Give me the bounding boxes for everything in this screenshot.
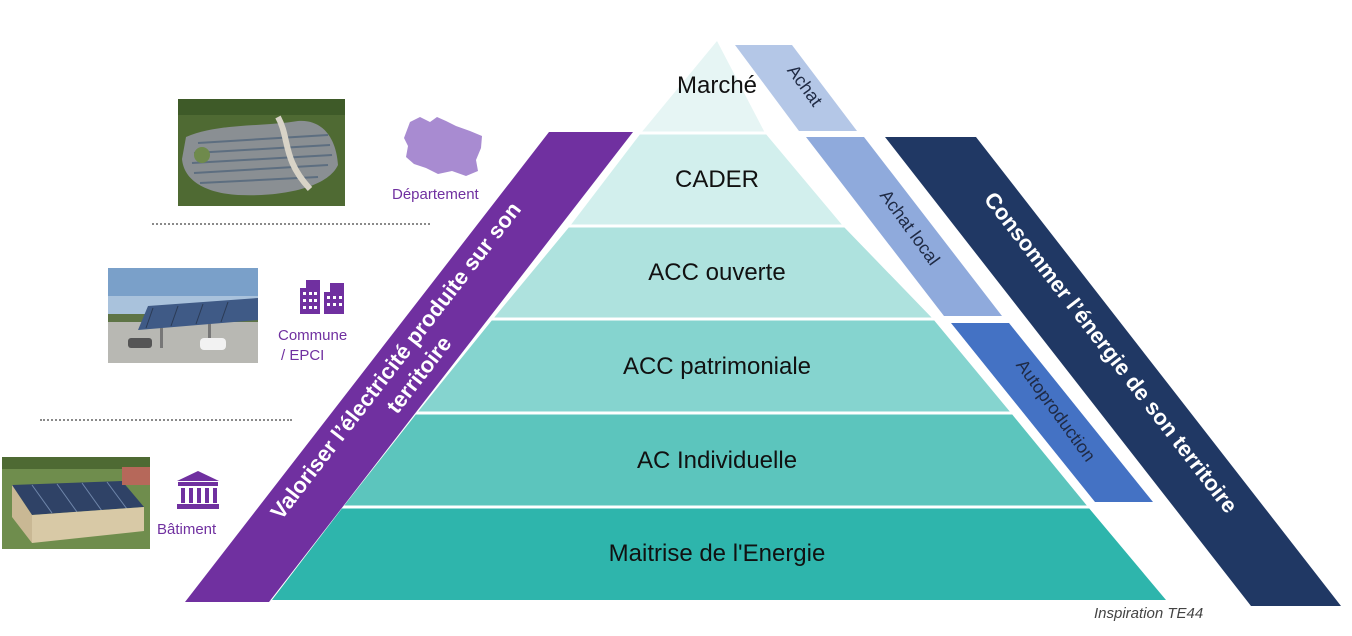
public-building-icon [177,471,219,509]
band-autoproduction [951,323,1153,502]
level-label-acc-patrimoniale: ACC patrimoniale [623,353,811,380]
level-acc-patrimoniale [417,319,1011,413]
band-achat [735,45,857,131]
scale-label-epci: / EPCI [281,347,325,364]
level-label-acc-ouverte: ACC ouverte [648,259,785,286]
level-cader [570,133,843,226]
scale-divider-bottom [40,419,292,421]
band-achat-local [806,137,1002,316]
level-label-maitrise: Maitrise de l'Energie [609,540,826,567]
scale-label-departement: Département [392,186,479,203]
band-consommer [885,137,1341,606]
solar-farm-photo [178,99,345,206]
scale-label-batiment: Bâtiment [157,521,217,538]
scale-label-commune: Commune [278,327,348,344]
level-ac-individuelle [343,413,1088,507]
level-label-ac-individuelle: AC Individuelle [637,447,797,474]
band-valoriser [185,132,633,602]
credit-caption: Inspiration TE44 [1094,605,1204,622]
level-label-cader: CADER [675,166,759,193]
level-label-marche: Marché [677,72,757,99]
scale-divider-top [152,223,430,225]
level-acc-ouverte [493,226,933,319]
rooftop-solar-photo [2,457,150,549]
level-separators [341,131,1090,509]
level-marche [641,41,765,133]
solar-carport-photo [108,268,258,363]
level-maitrise [272,507,1166,600]
region-map-icon [404,117,482,176]
buildings-icon [300,280,344,314]
